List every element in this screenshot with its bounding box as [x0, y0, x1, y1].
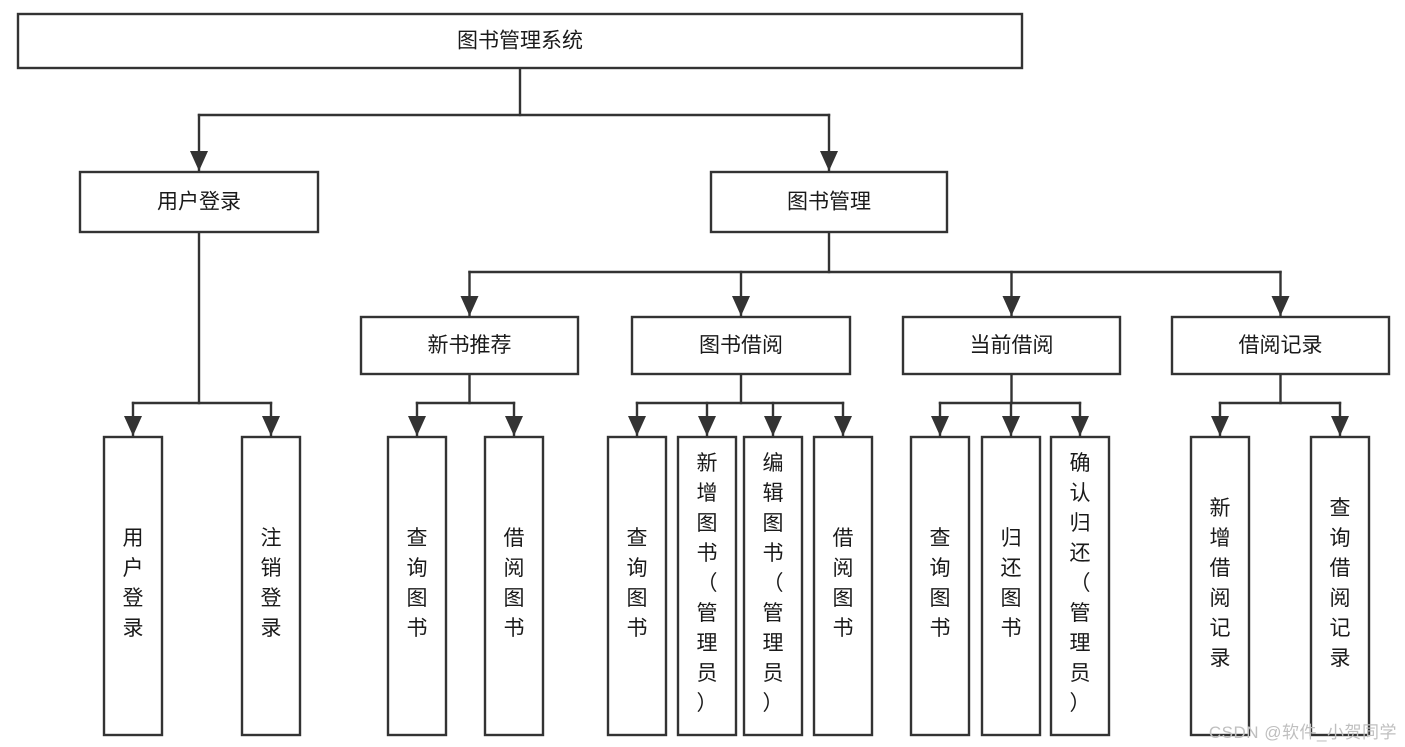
node-leaf-11[interactable]: 新增借阅记录 [1189, 435, 1251, 737]
node-leaf-8[interactable]: 查询图书 [909, 435, 971, 737]
node-box [1189, 435, 1251, 737]
node-label: 确认归还（管理员） [1070, 452, 1091, 715]
l3-1-to-leaves-arrow-1 [698, 416, 716, 436]
node-leaf-12[interactable]: 查询借阅记录 [1309, 435, 1371, 737]
csdn-watermark: CSDN @软件_小贺同学 [1208, 723, 1397, 742]
node-box [709, 170, 949, 234]
node-label: 图书管理系统 [457, 30, 583, 53]
node-root[interactable]: 图书管理系统 [16, 12, 1024, 70]
node-label: 图书借阅 [699, 334, 783, 357]
node-leaf-10[interactable]: 确认归还（管理员） [1049, 435, 1111, 737]
node-level2-1[interactable]: 图书管理 [709, 170, 949, 234]
node-label: 图书管理 [787, 191, 871, 214]
l3-0-to-leaves-arrow-1 [505, 416, 523, 436]
node-label: 当前借阅 [970, 334, 1054, 357]
node-box [676, 435, 738, 737]
node-label: 归还图书 [1001, 527, 1022, 640]
l3-2-to-leaves-arrow-0 [931, 416, 949, 436]
node-label: 查询图书 [930, 527, 951, 640]
node-label: 新增图书（管理员） [697, 452, 718, 715]
l3-1-to-leaves-arrow-2 [764, 416, 782, 436]
node-level2-0[interactable]: 用户登录 [78, 170, 320, 234]
node-label: 用户登录 [157, 191, 241, 214]
node-label: 查询借阅记录 [1330, 497, 1351, 670]
node-box [742, 435, 804, 737]
nodes-layer: 图书管理系统用户登录图书管理新书推荐图书借阅当前借阅借阅记录用户登录注销登录查询… [16, 12, 1391, 737]
node-label: 借阅记录 [1239, 334, 1323, 357]
node-label: 借阅图书 [504, 527, 525, 640]
l3-3-to-leaves-arrow-1 [1331, 416, 1349, 436]
node-box [359, 315, 580, 376]
node-label: 新书推荐 [428, 334, 512, 357]
node-leaf-1[interactable]: 注销登录 [240, 435, 302, 737]
node-leaf-3[interactable]: 借阅图书 [483, 435, 545, 737]
user-login-to-leaves-arrow-1 [262, 416, 280, 436]
node-label: 注销登录 [261, 527, 282, 640]
node-level3-0[interactable]: 新书推荐 [359, 315, 580, 376]
node-label: 查询图书 [407, 527, 428, 640]
node-box [1170, 315, 1391, 376]
node-label: 编辑图书（管理员） [763, 452, 784, 715]
node-box [16, 12, 1024, 70]
l3-1-to-leaves-arrow-0 [628, 416, 646, 436]
l3-3-to-leaves-arrow-0 [1211, 416, 1229, 436]
node-box [812, 435, 874, 737]
book-manage-to-level3-arrow-0 [460, 296, 479, 316]
node-box [606, 435, 668, 737]
l3-2-to-leaves-arrow-2 [1071, 416, 1089, 436]
node-box [240, 435, 302, 737]
node-leaf-4[interactable]: 查询图书 [606, 435, 668, 737]
connectors-layer [124, 66, 1349, 438]
node-label: 新增借阅记录 [1210, 497, 1231, 670]
node-label: 查询图书 [627, 527, 648, 640]
l3-1-to-leaves-arrow-3 [834, 416, 852, 436]
l3-2-to-leaves-arrow-1 [1002, 416, 1020, 436]
node-box [102, 435, 164, 737]
node-leaf-7[interactable]: 借阅图书 [812, 435, 874, 737]
node-leaf-9[interactable]: 归还图书 [980, 435, 1042, 737]
l3-0-to-leaves-arrow-0 [408, 416, 426, 436]
node-box [386, 435, 448, 737]
node-box [901, 315, 1122, 376]
node-box [630, 315, 852, 376]
node-box [980, 435, 1042, 737]
node-label: 借阅图书 [833, 527, 854, 640]
node-box [78, 170, 320, 234]
root-to-level2-arrow-0 [190, 151, 208, 171]
node-box [1049, 435, 1111, 737]
node-leaf-5[interactable]: 新增图书（管理员） [676, 435, 738, 737]
node-level3-3[interactable]: 借阅记录 [1170, 315, 1391, 376]
node-box [1309, 435, 1371, 737]
root-to-level2-arrow-1 [820, 151, 838, 171]
node-leaf-0[interactable]: 用户登录 [102, 435, 164, 737]
node-box [483, 435, 545, 737]
user-login-to-leaves-arrow-0 [124, 416, 142, 436]
node-leaf-6[interactable]: 编辑图书（管理员） [742, 435, 804, 737]
book-manage-to-level3-arrow-1 [732, 296, 750, 316]
book-manage-to-level3-arrow-3 [1271, 296, 1290, 316]
node-leaf-2[interactable]: 查询图书 [386, 435, 448, 737]
book-manage-to-level3-arrow-2 [1002, 296, 1021, 316]
node-level3-2[interactable]: 当前借阅 [901, 315, 1122, 376]
node-level3-1[interactable]: 图书借阅 [630, 315, 852, 376]
node-box [909, 435, 971, 737]
node-label: 用户登录 [123, 527, 144, 640]
